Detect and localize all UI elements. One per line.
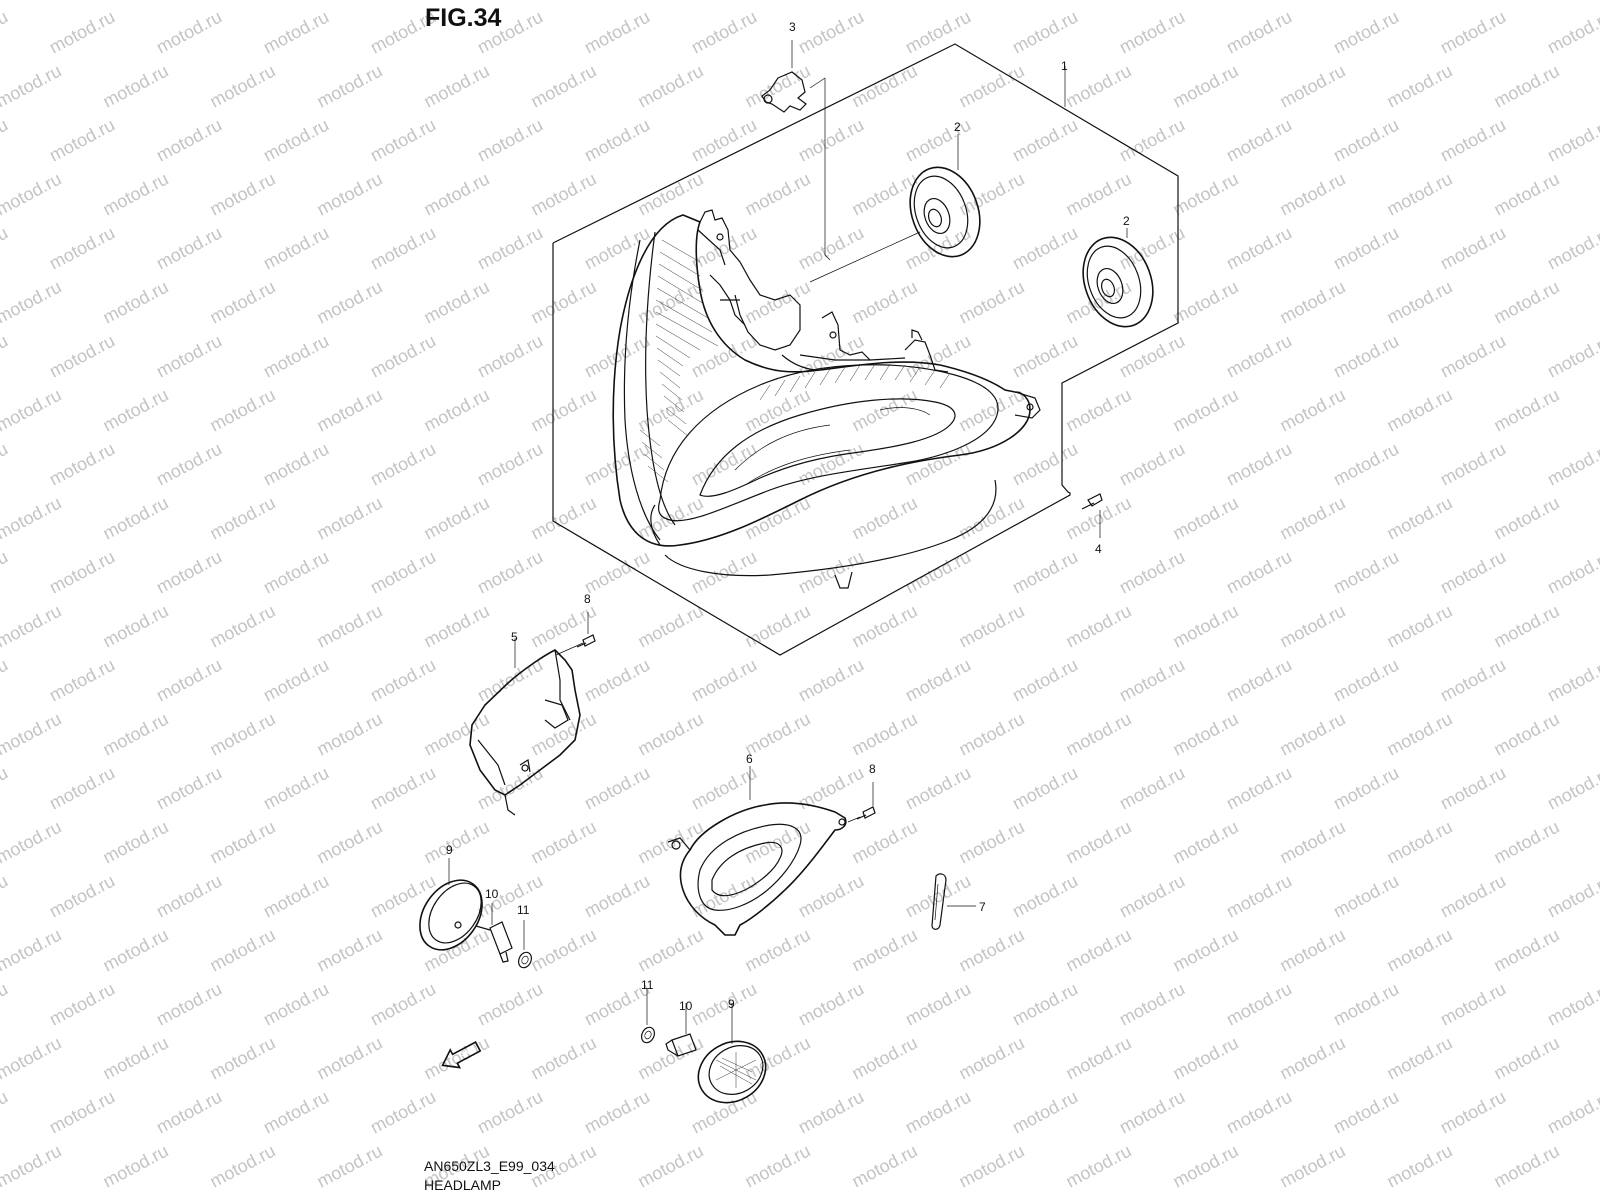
forward-direction-arrow: FWD <box>441 1041 482 1069</box>
callout-9b: 9 <box>728 997 735 1011</box>
bulb-cap-lower <box>1082 228 1154 328</box>
screw-part-8-upper <box>576 612 596 648</box>
pin-left <box>475 903 513 963</box>
screw-part-8-lower <box>856 782 876 820</box>
headlamp-assembly-frame <box>552 43 1179 656</box>
callout-2b: 2 <box>1123 214 1130 228</box>
callout-3: 3 <box>789 20 796 34</box>
reflector-right-pattern <box>715 1052 757 1088</box>
callout-5: 5 <box>511 630 518 644</box>
reflector-right <box>697 1003 767 1104</box>
headlamp-rear-mounts <box>697 209 949 373</box>
screw-part-4 <box>1081 493 1103 538</box>
callout-11a: 11 <box>517 903 530 917</box>
callout-7: 7 <box>979 900 986 914</box>
position-lamp-left <box>469 638 584 816</box>
headlamp-housing <box>612 214 1041 589</box>
callout-10a: 10 <box>485 887 499 901</box>
callout-6: 6 <box>746 752 753 766</box>
position-lamp-right <box>667 766 861 936</box>
callout-11b: 11 <box>641 978 654 992</box>
callout-9a: 9 <box>446 843 453 857</box>
callout-8b: 8 <box>869 762 876 776</box>
callout-2a: 2 <box>954 120 961 134</box>
washer-left <box>517 920 533 969</box>
figure-title: FIG.34 <box>425 4 502 32</box>
bulb-cap-upper <box>809 134 981 283</box>
lens-hatching <box>759 363 951 401</box>
callout-4: 4 <box>1095 542 1102 556</box>
left-housing-hatching <box>639 239 719 483</box>
clip-part-7 <box>931 873 976 930</box>
reflector-left <box>419 858 483 951</box>
callout-8a: 8 <box>584 592 591 606</box>
pin-right <box>665 1003 697 1057</box>
figure-name: HEADLAMP <box>424 1177 502 1193</box>
headlamp-bulb <box>761 40 831 261</box>
washer-right <box>640 988 656 1044</box>
callout-1: 1 <box>1061 59 1068 73</box>
callout-labels: 1 2 2 3 4 5 6 7 8 8 9 9 10 10 11 11 <box>446 20 1130 1013</box>
callout-10b: 10 <box>679 999 693 1013</box>
figure-code: AN650ZL3_E99_034 <box>424 1158 555 1174</box>
